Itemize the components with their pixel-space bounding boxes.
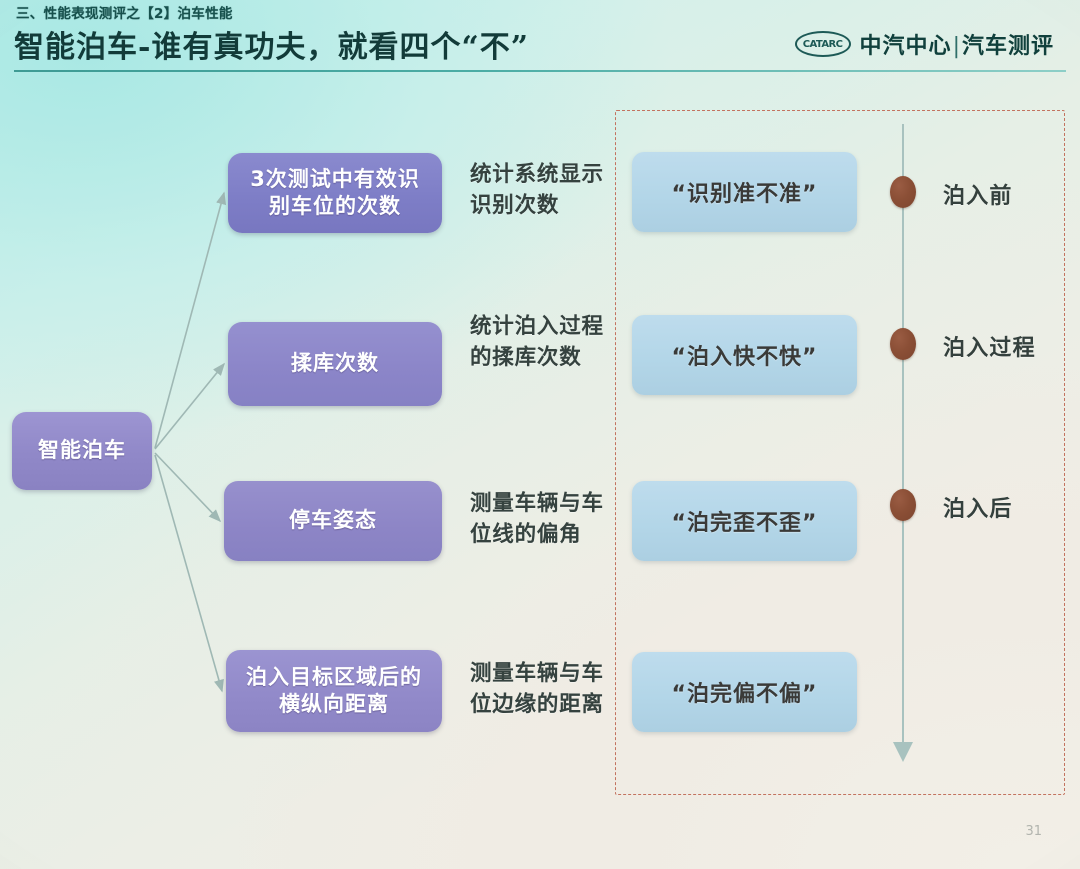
question-chip-3[interactable]: “泊完歪不歪” [632, 481, 857, 561]
timeline-label-3: 泊入后 [943, 496, 1013, 522]
brand-name: 中汽中心|汽车测评 [860, 28, 1054, 60]
timeline-marker-3-icon [890, 489, 916, 521]
page-number: 31 [1025, 824, 1042, 839]
description-1: 统计系统显示 识别次数 [470, 162, 604, 218]
highlight-frame [615, 110, 1065, 795]
node-metric-2[interactable]: 揉库次数 [228, 322, 442, 406]
node-metric-4[interactable]: 泊入目标区域后的 横纵向距离 [226, 650, 442, 732]
node-metric-3[interactable]: 停车姿态 [224, 481, 442, 561]
timeline-marker-1-icon [890, 176, 916, 208]
timeline-marker-2-icon [890, 328, 916, 360]
description-2: 统计泊入过程 的揉库次数 [470, 314, 604, 370]
brand-lockup: CATARC 中汽中心|汽车测评 [794, 28, 1054, 60]
node-root[interactable]: 智能泊车 [12, 412, 152, 490]
description-4: 测量车辆与车 位边缘的距离 [470, 661, 604, 717]
page-title: 智能泊车-谁有真功夫，就看四个“不” [14, 30, 529, 65]
slide-kicker: 三、性能表现测评之【2】泊车性能 [16, 6, 233, 22]
brand-name-main: 中汽中心 [859, 34, 952, 59]
brand-separator: | [952, 34, 961, 59]
question-chip-1[interactable]: “识别准不准” [632, 152, 857, 232]
question-chip-4[interactable]: “泊完偏不偏” [632, 652, 857, 732]
brand-name-sub: 汽车测评 [961, 34, 1054, 59]
timeline-label-1: 泊入前 [943, 183, 1013, 209]
timeline-label-2: 泊入过程 [943, 335, 1036, 361]
description-3: 测量车辆与车 位线的偏角 [470, 491, 604, 547]
node-metric-1[interactable]: 3次测试中有效识 别车位的次数 [228, 153, 442, 233]
question-chip-2[interactable]: “泊入快不快” [632, 315, 857, 395]
catarc-logo-icon: CATARC [794, 31, 851, 57]
header-divider [14, 70, 1066, 72]
